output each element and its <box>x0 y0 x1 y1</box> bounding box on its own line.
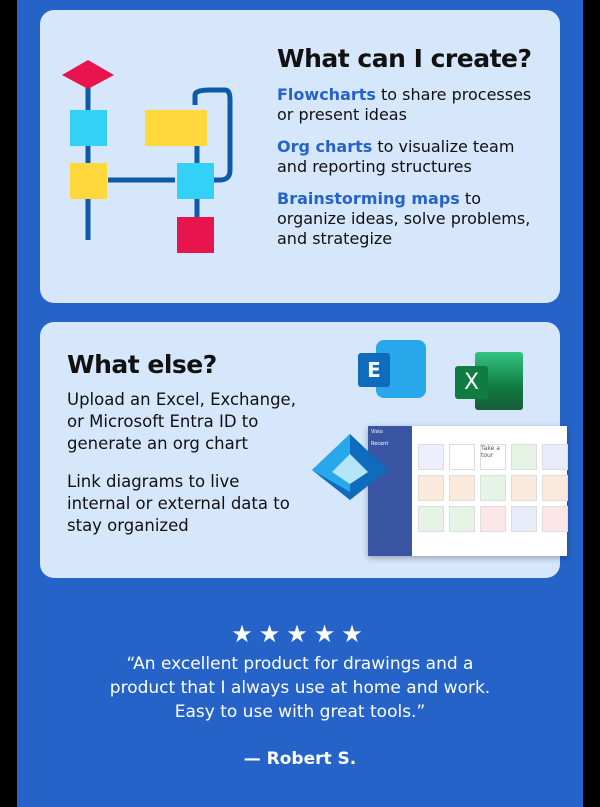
feature-flowcharts: Flowcharts to share processes or present… <box>277 85 532 124</box>
review-quote: “An excellent product for drawings and a… <box>109 654 491 722</box>
promo-panel: What can I create? Flowcharts to share p… <box>17 0 583 807</box>
review-author: — Robert S. <box>243 749 357 769</box>
create-title: What can I create? <box>277 44 532 73</box>
what-can-i-create-card: What can I create? Flowcharts to share p… <box>40 10 560 303</box>
else-title: What else? <box>67 350 217 379</box>
decision-diamond <box>62 60 114 89</box>
flowchart-illustration <box>62 60 233 253</box>
feature-org-charts: Org charts to visualize team and reporti… <box>277 137 515 176</box>
what-else-card: What else? Upload an Excel, Exchange, or… <box>40 322 568 578</box>
link-text: Link diagrams to live internal or extern… <box>67 472 290 535</box>
feature-brainstorming: Brainstorming maps to organize ideas, so… <box>277 189 531 248</box>
exchange-icon: E <box>358 340 428 400</box>
rating-stars: ★★★★★ <box>231 620 369 648</box>
excel-icon: X <box>455 352 525 412</box>
upload-text: Upload an Excel, Exchange, or Microsoft … <box>67 390 296 453</box>
entra-id-icon <box>312 434 388 500</box>
